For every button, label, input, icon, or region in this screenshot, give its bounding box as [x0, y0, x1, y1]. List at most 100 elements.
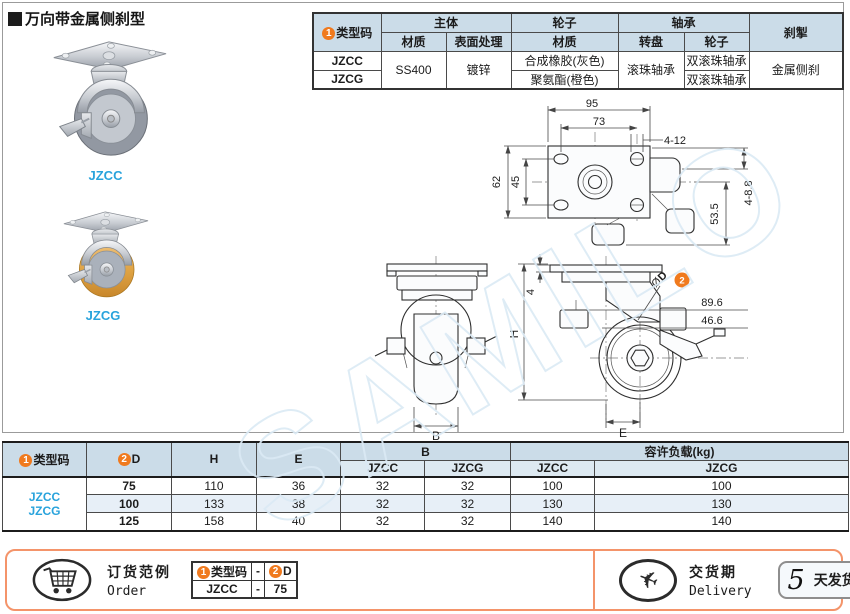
cell-load-jzcc: 100 — [510, 476, 596, 495]
cell-type-code: JZCC — [312, 50, 382, 71]
order-label-cn: 订货范例 — [107, 563, 171, 580]
page-title: 万向带金属侧刹型 — [8, 8, 145, 29]
badge-2-icon: 2 — [269, 565, 283, 579]
dim-B: B — [432, 429, 440, 442]
cell-d: 100 — [86, 494, 172, 513]
dim-73: 73 — [593, 116, 605, 128]
cell-d: 75 — [86, 476, 172, 495]
dim-89.6: 89.6 — [701, 297, 722, 309]
delivery-days-suffix: 天发货 — [813, 572, 850, 588]
spec-group-wheel: 轮子 — [510, 12, 619, 33]
dims-group-b: B — [339, 441, 512, 461]
airplane-icon: ✈ — [619, 558, 677, 602]
top-view-drawing: 95 73 4-12 62 45 4-8.8 53.5 — [491, 98, 755, 246]
spec-col-body-surface: 表面处理 — [445, 31, 512, 52]
product-photo-jzcc: JZCC — [28, 34, 183, 183]
order-example-d: 75 — [264, 579, 298, 599]
cell-h: 110 — [171, 476, 257, 495]
cell-load-jzcg: 140 — [594, 512, 850, 531]
cell-load-jzcg: 130 — [594, 494, 850, 513]
spec-col-brake: 刹掣 — [748, 12, 844, 52]
dim-H: H — [510, 330, 521, 339]
dims-sub-load-jzcg: JZCG — [594, 460, 850, 478]
product-photo-jzcg: JZCG — [38, 206, 168, 323]
badge-2-icon: 2 — [117, 453, 131, 467]
front-view-drawing: B — [374, 256, 498, 442]
order-example-code: JZCC — [191, 579, 253, 599]
delivery-label-cn: 交货期 — [689, 563, 737, 580]
spec-col-body-material: 材质 — [380, 31, 447, 52]
cell-load-jzcc: 130 — [510, 494, 596, 513]
caster-image-orange — [63, 211, 149, 298]
title-square-marker — [8, 11, 22, 26]
dim-45: 45 — [510, 176, 522, 188]
cell-type-codes: JZCC JZCG — [2, 476, 87, 531]
cell-wheel-material: 合成橡胶(灰色) — [510, 50, 619, 71]
spec-row-jzcc: JZCC SS400 镀锌 合成橡胶(灰色) 滚珠轴承 双滚珠轴承 金属侧刹 — [312, 50, 844, 90]
cart-icon — [32, 558, 92, 602]
delivery-label-en: Delivery — [689, 583, 752, 599]
cell-e: 38 — [256, 494, 341, 513]
badge-1-icon: 1 — [19, 453, 33, 467]
badge-1-icon: 1 — [197, 565, 210, 579]
dim-4-12: 4-12 — [664, 135, 686, 147]
cell-load-jzcc: 140 — [510, 512, 596, 531]
cell-d: 125 — [86, 512, 172, 531]
cell-body-material: SS400 — [380, 50, 447, 90]
delivery-days-box: 5 天发货 — [777, 561, 850, 599]
dim-53.5: 53.5 — [709, 203, 721, 224]
page-title-text: 万向带金属侧刹型 — [25, 11, 146, 28]
cell-brake: 金属侧刹 — [748, 50, 844, 90]
cell-bearing-wheel: 双滚珠轴承 — [683, 50, 750, 71]
cell-h: 158 — [171, 512, 257, 531]
spec-col-bearing-swivel: 转盘 — [617, 31, 685, 52]
dims-group-load: 容许负载(kg) — [510, 441, 850, 461]
dims-sub-load-jzcc: JZCC — [510, 460, 596, 478]
delivery-days-number: 5 — [787, 564, 805, 596]
product-label-jzcc: JZCC — [88, 168, 123, 183]
order-dash: - — [251, 561, 266, 581]
svg-text:2: 2 — [679, 276, 684, 287]
order-labels: 订货范例 Order — [107, 562, 171, 599]
cell-b-jzcg: 32 — [423, 512, 512, 531]
cell-body-surface: 镀锌 — [445, 50, 512, 90]
spec-col-bearing-wheel: 轮子 — [683, 31, 750, 52]
product-label-jzcg: JZCG — [85, 308, 121, 323]
cell-h: 133 — [171, 494, 257, 513]
cell-e: 36 — [256, 476, 341, 495]
badge-2-icon — [674, 272, 690, 288]
spec-col-wheel-material: 材质 — [510, 31, 619, 52]
cell-wheel-material: 聚氨酯(橙色) — [510, 69, 619, 90]
dims-sub-b-jzcc: JZCC — [340, 460, 425, 478]
cell-bearing-swivel: 滚珠轴承 — [617, 50, 685, 90]
caster-image-gray — [53, 41, 166, 156]
dims-row-125: 125 158 40 32 32 140 140 — [3, 512, 850, 531]
cell-type-code: JZCG — [312, 69, 382, 90]
cell-b-jzcc: 32 — [340, 494, 425, 513]
dims-col-h: H — [171, 441, 257, 478]
dim-4-8.8: 4-8.8 — [743, 180, 755, 205]
cell-b-jzcc: 32 — [340, 512, 425, 531]
spec-group-bearing: 轴承 — [617, 12, 750, 33]
dim-4: 4 — [525, 289, 537, 295]
delivery-section: ✈ 交货期 Delivery 5 天发货 — [595, 551, 850, 609]
dims-col-e: E — [256, 441, 341, 478]
cell-b-jzcg: 32 — [423, 494, 512, 513]
cell-bearing-wheel: 双滚珠轴承 — [683, 69, 750, 90]
dim-95: 95 — [586, 98, 598, 110]
dims-row-100: 100 133 38 32 32 130 130 — [3, 494, 850, 513]
dim-E: E — [619, 426, 627, 440]
delivery-labels: 交货期 Delivery — [689, 562, 752, 599]
cell-e: 40 — [256, 512, 341, 531]
